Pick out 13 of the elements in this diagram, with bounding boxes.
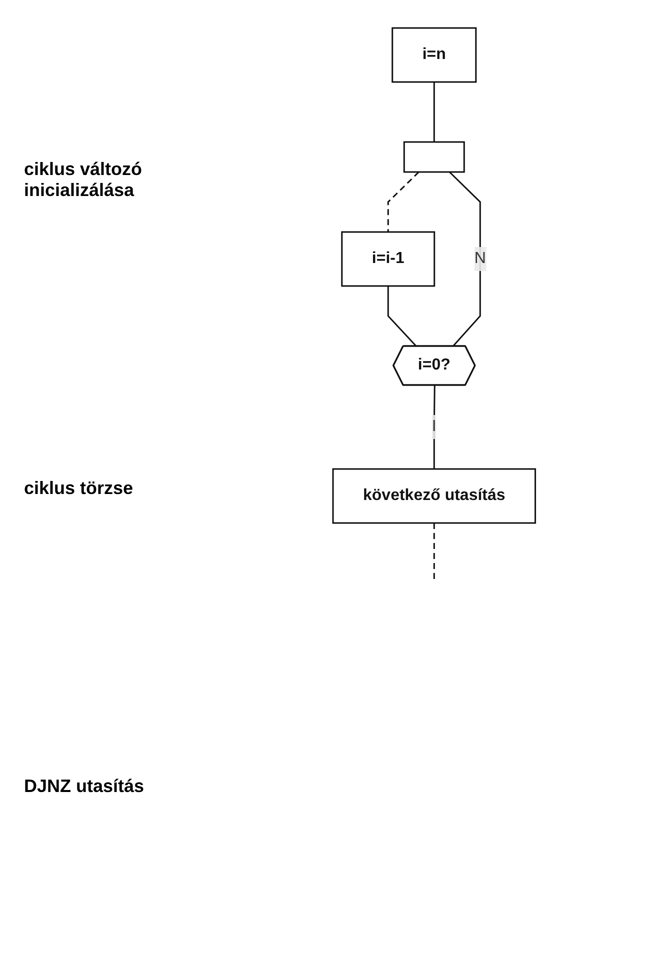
annotation-text: ciklus változó inicializálása: [23, 158, 144, 202]
edge-label: N: [474, 250, 486, 267]
edge-label: I: [432, 418, 437, 435]
node-box: i=i-1: [342, 231, 436, 287]
node-box: [404, 141, 466, 173]
annotation-text: DJNZ utasítás: [23, 775, 146, 798]
connector: [388, 286, 418, 347]
annotation-text: ciklus törzse: [23, 476, 134, 500]
connector: [449, 171, 482, 347]
node-box: i=n: [392, 27, 478, 83]
connector: [388, 171, 420, 232]
connector: [434, 82, 436, 142]
node-box: következő utasítás: [332, 468, 536, 524]
